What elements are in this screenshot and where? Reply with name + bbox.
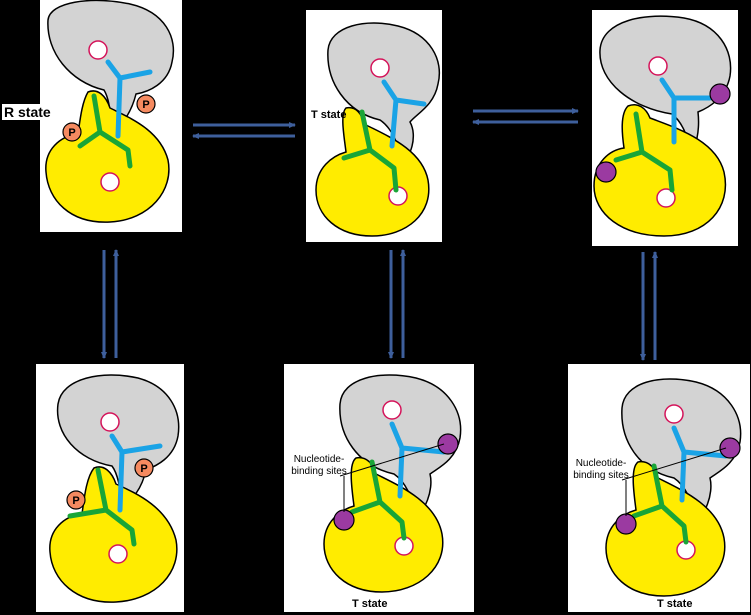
blue-helix	[105, 59, 153, 139]
gray-subunit-site	[100, 412, 120, 432]
nucleotide-sites-label-right: Nucleotide- binding sites	[568, 458, 634, 481]
yellow-subunit-site	[656, 188, 676, 208]
site-label-line1: Nucleotide-	[293, 454, 345, 465]
site-label-line2: binding sites	[291, 465, 347, 477]
equilibrium-arrow-top-right	[472, 108, 579, 125]
nucleotide-gray	[437, 433, 459, 455]
yellow-subunit-site	[100, 172, 120, 192]
equilibrium-arrow-top-left	[192, 122, 296, 139]
nucleotide-gray	[709, 83, 731, 105]
svg-text:P: P	[68, 127, 75, 139]
gray-subunit-site	[664, 404, 684, 424]
yellow-subunit	[323, 456, 444, 593]
t-state-bottom-right-label: T state	[655, 598, 695, 610]
r-state-phosphorylated-bottom-diagram: P P	[49, 374, 180, 603]
green-helix	[67, 467, 137, 547]
blue-helix	[109, 433, 163, 513]
phospho-group-yellow: P	[66, 490, 86, 510]
yellow-subunit	[49, 466, 178, 603]
nucleotide-yellow	[595, 161, 617, 183]
t-state-top-label: T state	[311, 109, 347, 121]
r-state-phosphorylated-diagram: P P	[45, 0, 175, 223]
equilibrium-arrow-left-vertical	[101, 249, 119, 359]
panel-t-state-top	[306, 10, 442, 242]
yellow-subunit	[593, 104, 727, 237]
r-state-label: R state	[2, 104, 53, 120]
panel-r-state-nucleotide	[592, 10, 738, 246]
panel-t-state-nucleotide-middle	[284, 364, 474, 612]
green-helix	[341, 109, 399, 193]
leader-line-upper	[621, 447, 727, 481]
nucleotide-yellow	[333, 509, 355, 531]
nucleotide-sites-label-middle: Nucleotide- binding sites	[286, 454, 352, 477]
leader-line-upper	[339, 443, 445, 477]
gray-subunit	[327, 22, 440, 161]
site-label-line1: Nucleotide-	[575, 458, 627, 469]
gray-subunit-site	[648, 56, 668, 76]
t-state-bottom-middle-label: T state	[350, 598, 390, 610]
panel-r-state-phosphorylated-bottom: P P	[36, 364, 184, 612]
svg-text:P: P	[140, 463, 147, 475]
panel-r-state-phosphorylated: P P	[40, 0, 182, 232]
r-state-nucleotide-diagram	[593, 15, 732, 237]
svg-text:P: P	[142, 99, 149, 111]
green-helix	[77, 93, 133, 169]
svg-text:P: P	[72, 495, 79, 507]
phospho-group-gray: P	[136, 94, 156, 114]
yellow-subunit	[605, 460, 726, 597]
panel-t-state-nucleotide-right	[568, 364, 750, 612]
gray-subunit-site	[88, 40, 108, 60]
gray-subunit-site	[370, 58, 390, 78]
blue-helix	[659, 77, 713, 145]
phospho-group-yellow: P	[62, 122, 82, 142]
yellow-subunit-site	[108, 544, 128, 564]
t-state-top-diagram	[315, 22, 440, 237]
gray-subunit-site	[382, 400, 402, 420]
t-state-nucleotide-middle-diagram	[323, 374, 462, 593]
equilibrium-arrow-right-vertical	[640, 251, 658, 361]
green-helix	[613, 111, 675, 193]
t-state-nucleotide-right-diagram	[605, 378, 742, 597]
green-helix	[349, 459, 407, 541]
site-label-line2: binding sites	[573, 469, 629, 481]
green-helix	[631, 463, 689, 545]
nucleotide-yellow	[615, 513, 637, 535]
blue-helix	[381, 79, 427, 149]
nucleotide-gray	[719, 437, 741, 459]
phospho-group-gray: P	[134, 458, 154, 478]
equilibrium-arrow-middle-vertical	[388, 249, 406, 359]
